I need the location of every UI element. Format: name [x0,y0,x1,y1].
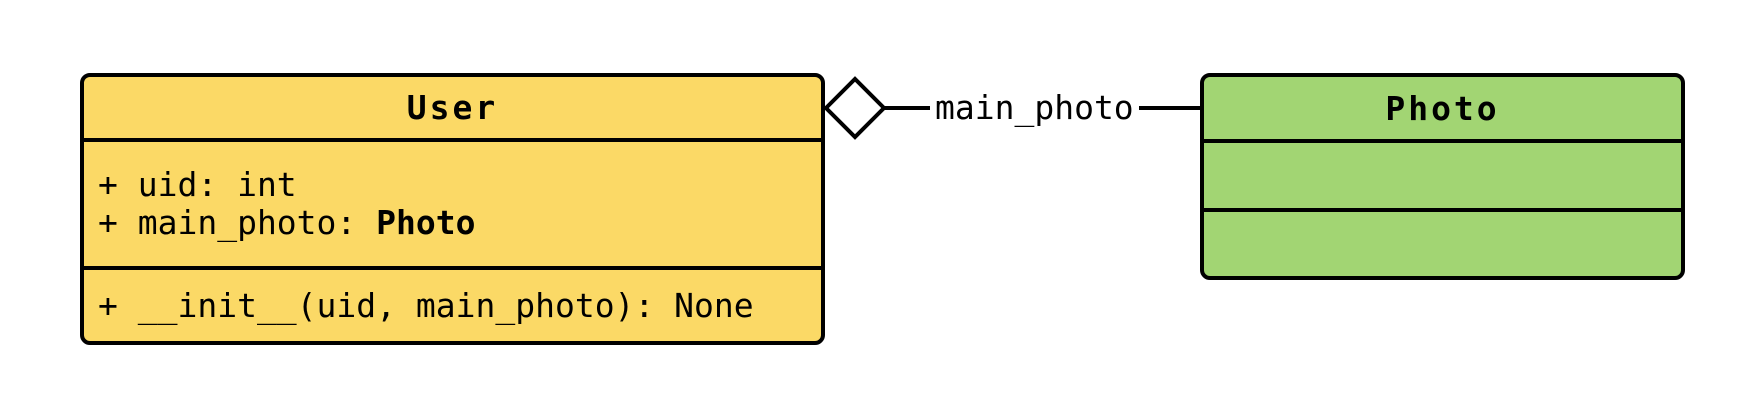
class-box-user: User + uid: int + main_photo: Photo + __… [80,73,825,345]
photo-methods-section [1204,208,1681,276]
user-attributes-section: + uid: int + main_photo: Photo [84,138,821,266]
relationship-label: main_photo [930,89,1139,127]
method-line: + __init__(uid, main_photo): None [98,285,821,325]
attribute-type-bold: Photo [376,203,476,242]
attribute-text: + main_photo: [98,203,377,242]
method-text: + __init__(uid, main_photo): None [98,285,754,325]
class-box-photo: Photo [1200,73,1685,280]
attribute-text: + uid: int [98,165,297,204]
class-title-photo: Photo [1385,88,1500,128]
attribute-line: + uid: int [98,166,821,204]
user-methods-section: + __init__(uid, main_photo): None [84,266,821,341]
photo-attributes-section [1204,139,1681,208]
class-title-user: User [406,88,499,127]
hollow-diamond-shape [823,76,887,140]
attribute-line: + main_photo: Photo [98,204,821,242]
aggregation-diamond-icon [823,76,887,140]
